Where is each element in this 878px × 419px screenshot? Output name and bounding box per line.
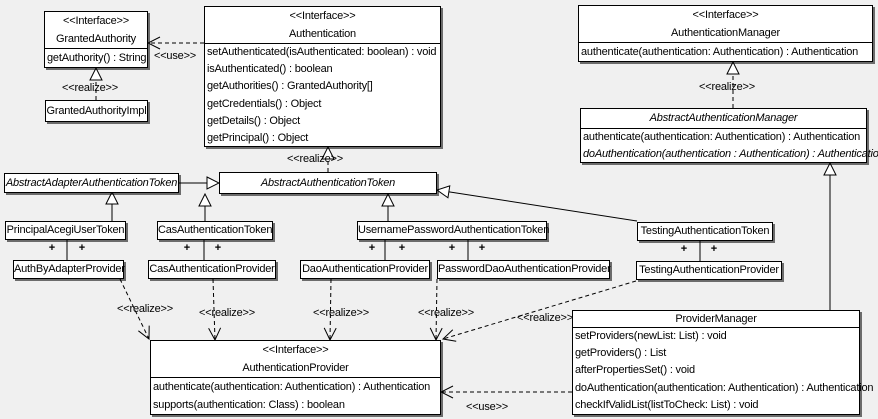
association-multiplicity: + bbox=[680, 243, 688, 255]
stereotype-label: <<Interface>> bbox=[289, 10, 356, 22]
method-row: setAuthenticated(isAuthenticated: boolea… bbox=[207, 46, 437, 58]
method-row: getDetails() : Object bbox=[207, 114, 301, 127]
class-name: CasAuthenticationToken bbox=[158, 224, 273, 236]
class-username-password-authentication-token[interactable]: UsernamePasswordAuthenticationToken bbox=[357, 221, 550, 240]
method-row: afterPropertiesSet() : void bbox=[575, 364, 695, 377]
class-name: CasAuthenticationProvider bbox=[149, 263, 275, 275]
class-name: AbstractAdapterAuthenticationToken bbox=[5, 177, 178, 189]
association-multiplicity: + bbox=[368, 242, 376, 254]
method-row: getPrincipal() : Object bbox=[207, 131, 309, 144]
method-row: getAuthority() : String bbox=[47, 52, 147, 64]
association-multiplicity: + bbox=[214, 242, 222, 254]
class-authentication-manager[interactable]: <<Interface>> AuthenticationManager auth… bbox=[578, 5, 873, 62]
method-row: isAuthenticated() : boolean bbox=[207, 63, 333, 76]
class-name: AuthenticationProvider bbox=[242, 362, 349, 374]
method-row: doAuthentication(authentication : Authen… bbox=[583, 148, 878, 160]
class-name: TestingAuthenticationToken bbox=[640, 225, 770, 237]
association-multiplicity: + bbox=[398, 242, 406, 254]
class-name: PasswordDaoAuthenticationProvider bbox=[438, 263, 611, 275]
class-name: AuthenticationManager bbox=[671, 27, 780, 39]
class-dao-authentication-provider[interactable]: DaoAuthenticationProvider bbox=[300, 260, 430, 279]
method-row: authenticate(authentication: Authenticat… bbox=[153, 381, 431, 393]
stereotype-label: <<Interface>> bbox=[63, 15, 129, 27]
association-multiplicity: + bbox=[48, 242, 56, 254]
realize-label: <<realize>> bbox=[287, 153, 343, 165]
class-name: ProviderManager bbox=[675, 313, 757, 325]
class-provider-manager[interactable]: ProviderManager setProviders(newList: Li… bbox=[572, 310, 874, 415]
class-name: AbstractAuthenticationManager bbox=[649, 112, 798, 124]
association-multiplicity: + bbox=[478, 242, 486, 254]
use-label: <<use>> bbox=[153, 50, 197, 62]
use-label: <<use>> bbox=[465, 401, 509, 413]
class-name: GrantedAuthorityImpl bbox=[46, 105, 147, 117]
class-name: DaoAuthenticationProvider bbox=[302, 263, 428, 275]
method-row: getProviders() : List bbox=[575, 347, 667, 360]
method-row: getAuthorities() : GrantedAuthority[] bbox=[207, 80, 373, 93]
class-authentication[interactable]: <<Interface>> Authentication setAuthenti… bbox=[204, 6, 441, 147]
class-principal-acegi-user-token[interactable]: PrincipalAcegiUserToken bbox=[5, 221, 126, 240]
class-cas-authentication-provider[interactable]: CasAuthenticationProvider bbox=[148, 260, 276, 279]
class-granted-authority[interactable]: <<Interface>> GrantedAuthority getAuthor… bbox=[44, 11, 148, 68]
realize-label: <<realize>> bbox=[199, 307, 255, 319]
class-granted-authority-impl[interactable]: GrantedAuthorityImpl bbox=[45, 100, 148, 122]
realize-label: <<realize>> bbox=[313, 307, 369, 319]
class-name: TestingAuthenticationProvider bbox=[639, 264, 779, 276]
class-authentication-provider[interactable]: <<Interface>> AuthenticationProvider aut… bbox=[150, 340, 441, 415]
class-cas-authentication-token[interactable]: CasAuthenticationToken bbox=[157, 221, 273, 240]
association-multiplicity: + bbox=[78, 242, 86, 254]
association-multiplicity: + bbox=[710, 243, 718, 255]
method-row: authenticate(authentication: Authenticat… bbox=[583, 131, 861, 143]
method-row: setProviders(newList: List) : void bbox=[575, 330, 727, 342]
realize-label: <<realize>> bbox=[517, 312, 573, 324]
method-row: supports(authentication: Class) : boolea… bbox=[153, 399, 345, 411]
class-name: UsernamePasswordAuthenticationToken bbox=[358, 224, 550, 236]
class-abstract-authentication-manager[interactable]: AbstractAuthenticationManager authentica… bbox=[580, 108, 878, 163]
class-name: AbstractAuthenticationToken bbox=[260, 177, 396, 189]
class-name: PrincipalAcegiUserToken bbox=[6, 224, 125, 236]
class-name: AuthByAdapterProvider bbox=[14, 263, 125, 275]
class-name: GrantedAuthority bbox=[56, 33, 136, 45]
class-testing-authentication-provider[interactable]: TestingAuthenticationProvider bbox=[636, 261, 782, 280]
method-row: getCredentials() : Object bbox=[207, 97, 322, 110]
realize-label: <<realize>> bbox=[62, 82, 118, 94]
class-abstract-authentication-token[interactable]: AbstractAuthenticationToken bbox=[219, 172, 437, 194]
method-row: authenticate(authentication: Authenticat… bbox=[581, 46, 859, 58]
realize-label: <<realize>> bbox=[699, 81, 755, 93]
stereotype-label: <<Interface>> bbox=[692, 9, 759, 21]
method-row: checkIfValidList(listToCheck: List) : vo… bbox=[575, 398, 759, 411]
stereotype-label: <<Interface>> bbox=[262, 344, 329, 356]
class-abstract-adapter-authentication-token[interactable]: AbstractAdapterAuthenticationToken bbox=[4, 173, 179, 193]
method-row: doAuthentication(authentication: Authent… bbox=[575, 381, 874, 394]
class-password-dao-authentication-provider[interactable]: PasswordDaoAuthenticationProvider bbox=[437, 260, 611, 279]
association-multiplicity: + bbox=[183, 242, 191, 254]
class-name: Authentication bbox=[289, 28, 356, 40]
class-testing-authentication-token[interactable]: TestingAuthenticationToken bbox=[637, 222, 773, 241]
realize-label: <<realize>> bbox=[418, 307, 474, 319]
association-multiplicity: + bbox=[448, 242, 456, 254]
realize-label: <<realize>> bbox=[117, 303, 173, 315]
class-auth-by-adapter-provider[interactable]: AuthByAdapterProvider bbox=[13, 260, 125, 279]
